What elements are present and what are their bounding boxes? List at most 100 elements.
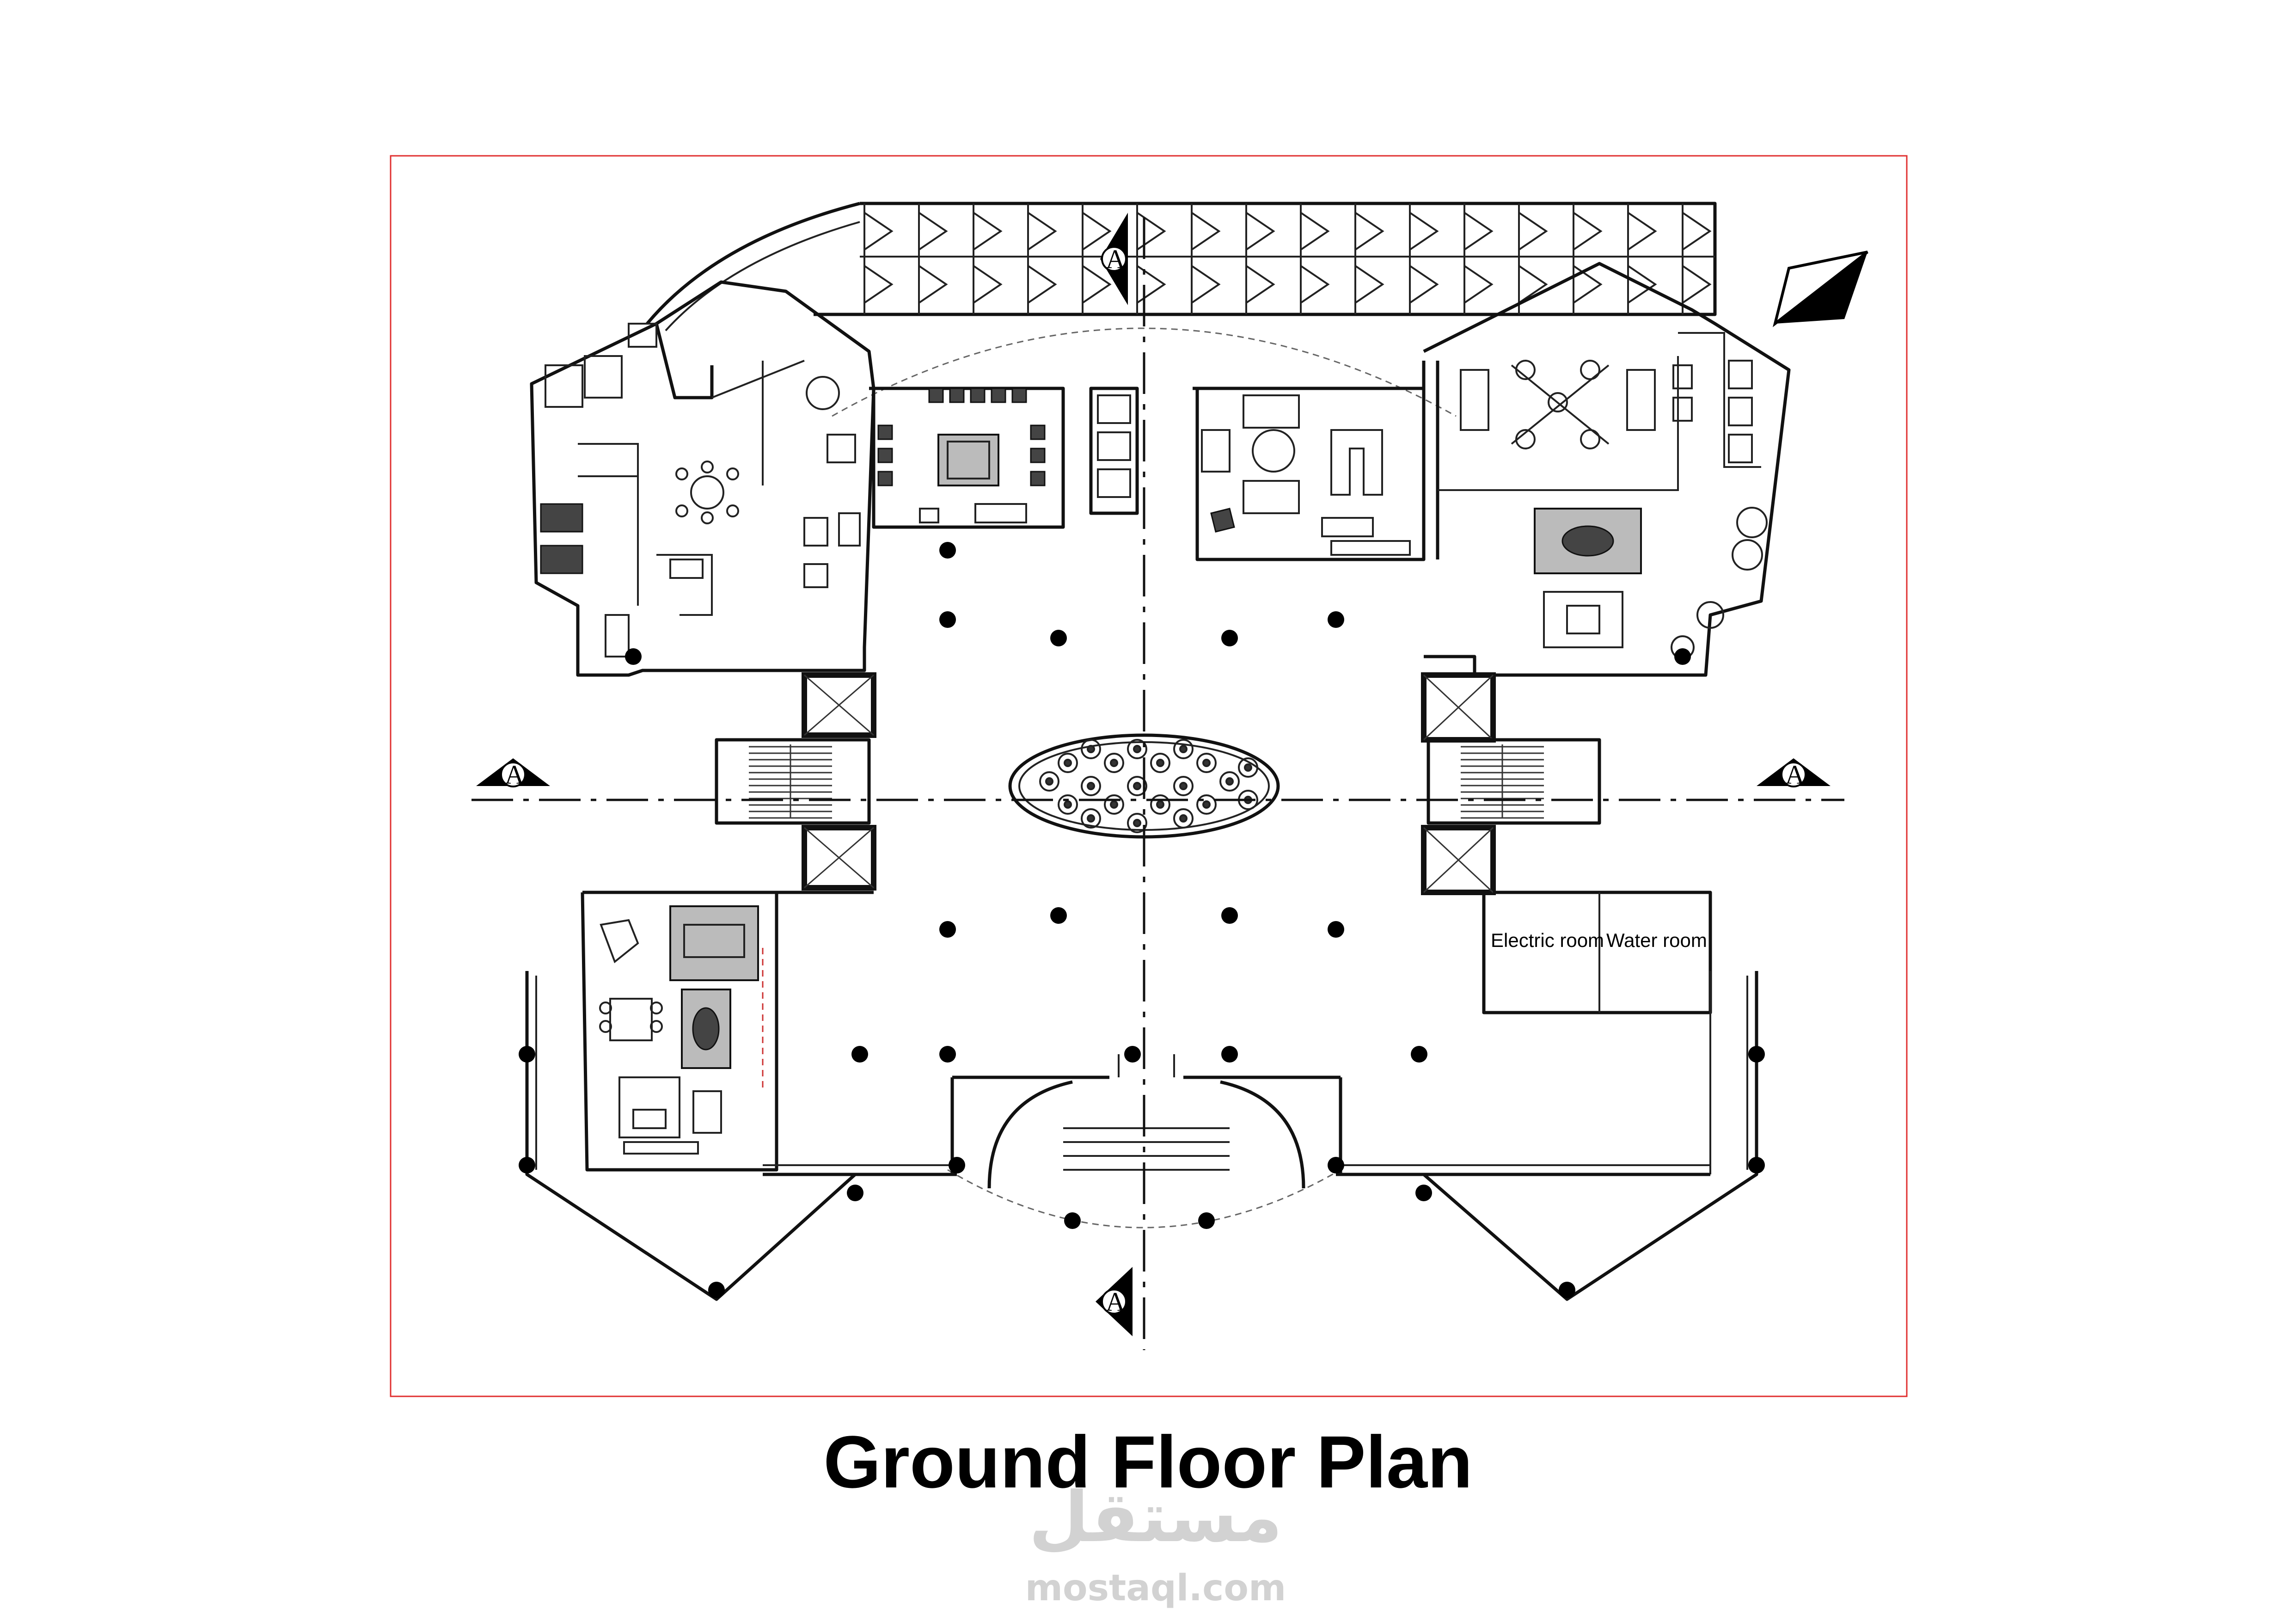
- structural-column: [1050, 907, 1067, 924]
- structural-column: [1411, 1046, 1427, 1063]
- watermark-arabic: مستقل: [1029, 1477, 1283, 1558]
- garden-plant-icon: [1173, 808, 1194, 829]
- garden-plant-core: [1110, 759, 1118, 767]
- bottom-dashed-arc: [947, 1169, 1341, 1229]
- garden-plant-core: [1244, 763, 1252, 772]
- structural-column: [1124, 1046, 1141, 1063]
- top-right-office: [1423, 262, 1791, 677]
- section-marker-bottom: A: [1096, 1267, 1133, 1336]
- structural-column: [939, 611, 956, 628]
- structural-column: [1328, 1157, 1344, 1173]
- bottom-right-wedge: [1422, 971, 1758, 1301]
- structural-column: [1198, 1212, 1215, 1229]
- garden-plant-core: [1087, 745, 1095, 753]
- section-label-left: A: [505, 760, 524, 790]
- garden-plant-core: [1087, 782, 1095, 790]
- canopy-chevron: [1518, 212, 1548, 304]
- canopy-chevron: [1082, 212, 1112, 304]
- structural-column: [1559, 1282, 1575, 1298]
- garden-plant-icon: [1127, 739, 1147, 759]
- canopy-chevron: [1300, 212, 1330, 304]
- structural-column: [1748, 1046, 1765, 1063]
- garden-plant-icon: [1173, 739, 1194, 759]
- structural-column: [939, 542, 956, 559]
- structural-column: [708, 1282, 725, 1298]
- structural-column: [625, 648, 642, 665]
- canopy-chevron: [973, 212, 1003, 304]
- structural-column: [949, 1157, 965, 1173]
- canopy-chevron: [1627, 212, 1657, 304]
- garden-plant-core: [1133, 745, 1141, 753]
- garden-plant-core: [1133, 819, 1141, 827]
- bottom-left-office: [581, 891, 874, 1172]
- structural-column: [1328, 921, 1344, 938]
- garden-plant-icon: [1081, 808, 1101, 829]
- section-label-bottom: A: [1106, 1287, 1125, 1317]
- canopy-chevron: [1463, 212, 1494, 304]
- drawing-frame: [390, 155, 1908, 1397]
- garden-plant-icon: [1219, 771, 1240, 792]
- structural-column: [939, 921, 956, 938]
- garden-plant-core: [1064, 759, 1072, 767]
- garden-plant-core: [1225, 777, 1234, 786]
- drawing-title: Ground Floor Plan: [823, 1420, 1473, 1503]
- section-marker-right: A: [1757, 758, 1831, 790]
- structural-column: [939, 1046, 956, 1063]
- left-core: [715, 672, 876, 891]
- structural-column: [1328, 611, 1344, 628]
- canopy-chevron: [1027, 212, 1057, 304]
- structural-column: [1050, 630, 1067, 646]
- section-label-right: A: [1785, 760, 1805, 790]
- bottom-right-utility: [1482, 891, 1712, 1174]
- structural-column: [1221, 630, 1238, 646]
- canopy-chevron: [1245, 212, 1275, 304]
- structural-column: [1748, 1157, 1765, 1173]
- main-entrance: [950, 1054, 1342, 1189]
- structural-column: [1221, 1046, 1238, 1063]
- garden-plant-core: [1156, 800, 1164, 809]
- garden-plant-icon: [1039, 771, 1059, 792]
- canopy-chevron: [1354, 212, 1384, 304]
- canopy-chevron: [1573, 212, 1603, 304]
- garden-plant-core: [1179, 782, 1188, 790]
- section-marker-left: A: [476, 758, 550, 790]
- canopy-chevron: [1409, 212, 1439, 304]
- structural-column: [847, 1185, 863, 1201]
- garden-plant-icon: [1127, 776, 1147, 796]
- garden-plant-core: [1156, 759, 1164, 767]
- structural-column: [1064, 1212, 1081, 1229]
- garden-plant-core: [1202, 800, 1211, 809]
- garden-plant-core: [1110, 800, 1118, 809]
- garden-plant-core: [1045, 777, 1053, 786]
- electric-room-label: Electric room: [1491, 929, 1604, 951]
- section-label-top: A: [1106, 244, 1125, 274]
- garden-plant-icon: [1058, 794, 1078, 815]
- canopy-chevron: [918, 212, 948, 304]
- garden-plant-core: [1179, 745, 1188, 753]
- garden-plant-icon: [1150, 794, 1170, 815]
- garden-plant-icon: [1104, 753, 1124, 773]
- garden-plant-icon: [1173, 776, 1194, 796]
- top-dashed-arc: [832, 327, 1457, 417]
- garden-plant-icon: [1150, 753, 1170, 773]
- top-center-left-meeting-room: [869, 387, 1139, 529]
- section-marker-top: A: [1100, 213, 1128, 305]
- right-core: [1421, 672, 1601, 895]
- garden-plant-icon: [1196, 794, 1217, 815]
- garden-plant-core: [1087, 814, 1095, 823]
- canopy-chevron: [863, 212, 894, 304]
- structural-column: [1221, 907, 1238, 924]
- parking-canopy: [646, 202, 1717, 332]
- bottom-left-wedge: [525, 971, 857, 1301]
- garden-plant-icon: [1081, 776, 1101, 796]
- canopy-chevron: [1682, 212, 1712, 304]
- structural-column: [1674, 648, 1691, 665]
- garden-plant-icon: [1238, 757, 1258, 778]
- garden-plant-icon: [1058, 753, 1078, 773]
- structural-column: [851, 1046, 868, 1063]
- garden-plant-icon: [1127, 813, 1147, 833]
- garden-plant-icon: [1104, 794, 1124, 815]
- structural-column: [1415, 1185, 1432, 1201]
- top-center-right-lounge: [1193, 361, 1426, 561]
